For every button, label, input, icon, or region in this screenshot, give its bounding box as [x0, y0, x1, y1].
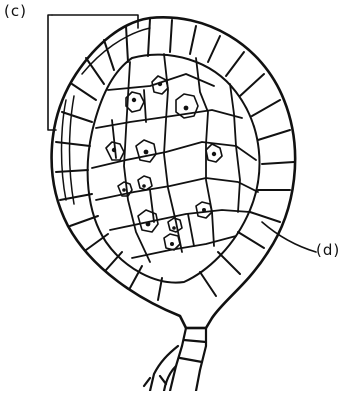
label-d: (d)	[316, 241, 340, 259]
spermatogenous-cell-walls	[92, 54, 258, 262]
stalk	[144, 328, 206, 391]
label-c: (c)	[4, 2, 27, 20]
